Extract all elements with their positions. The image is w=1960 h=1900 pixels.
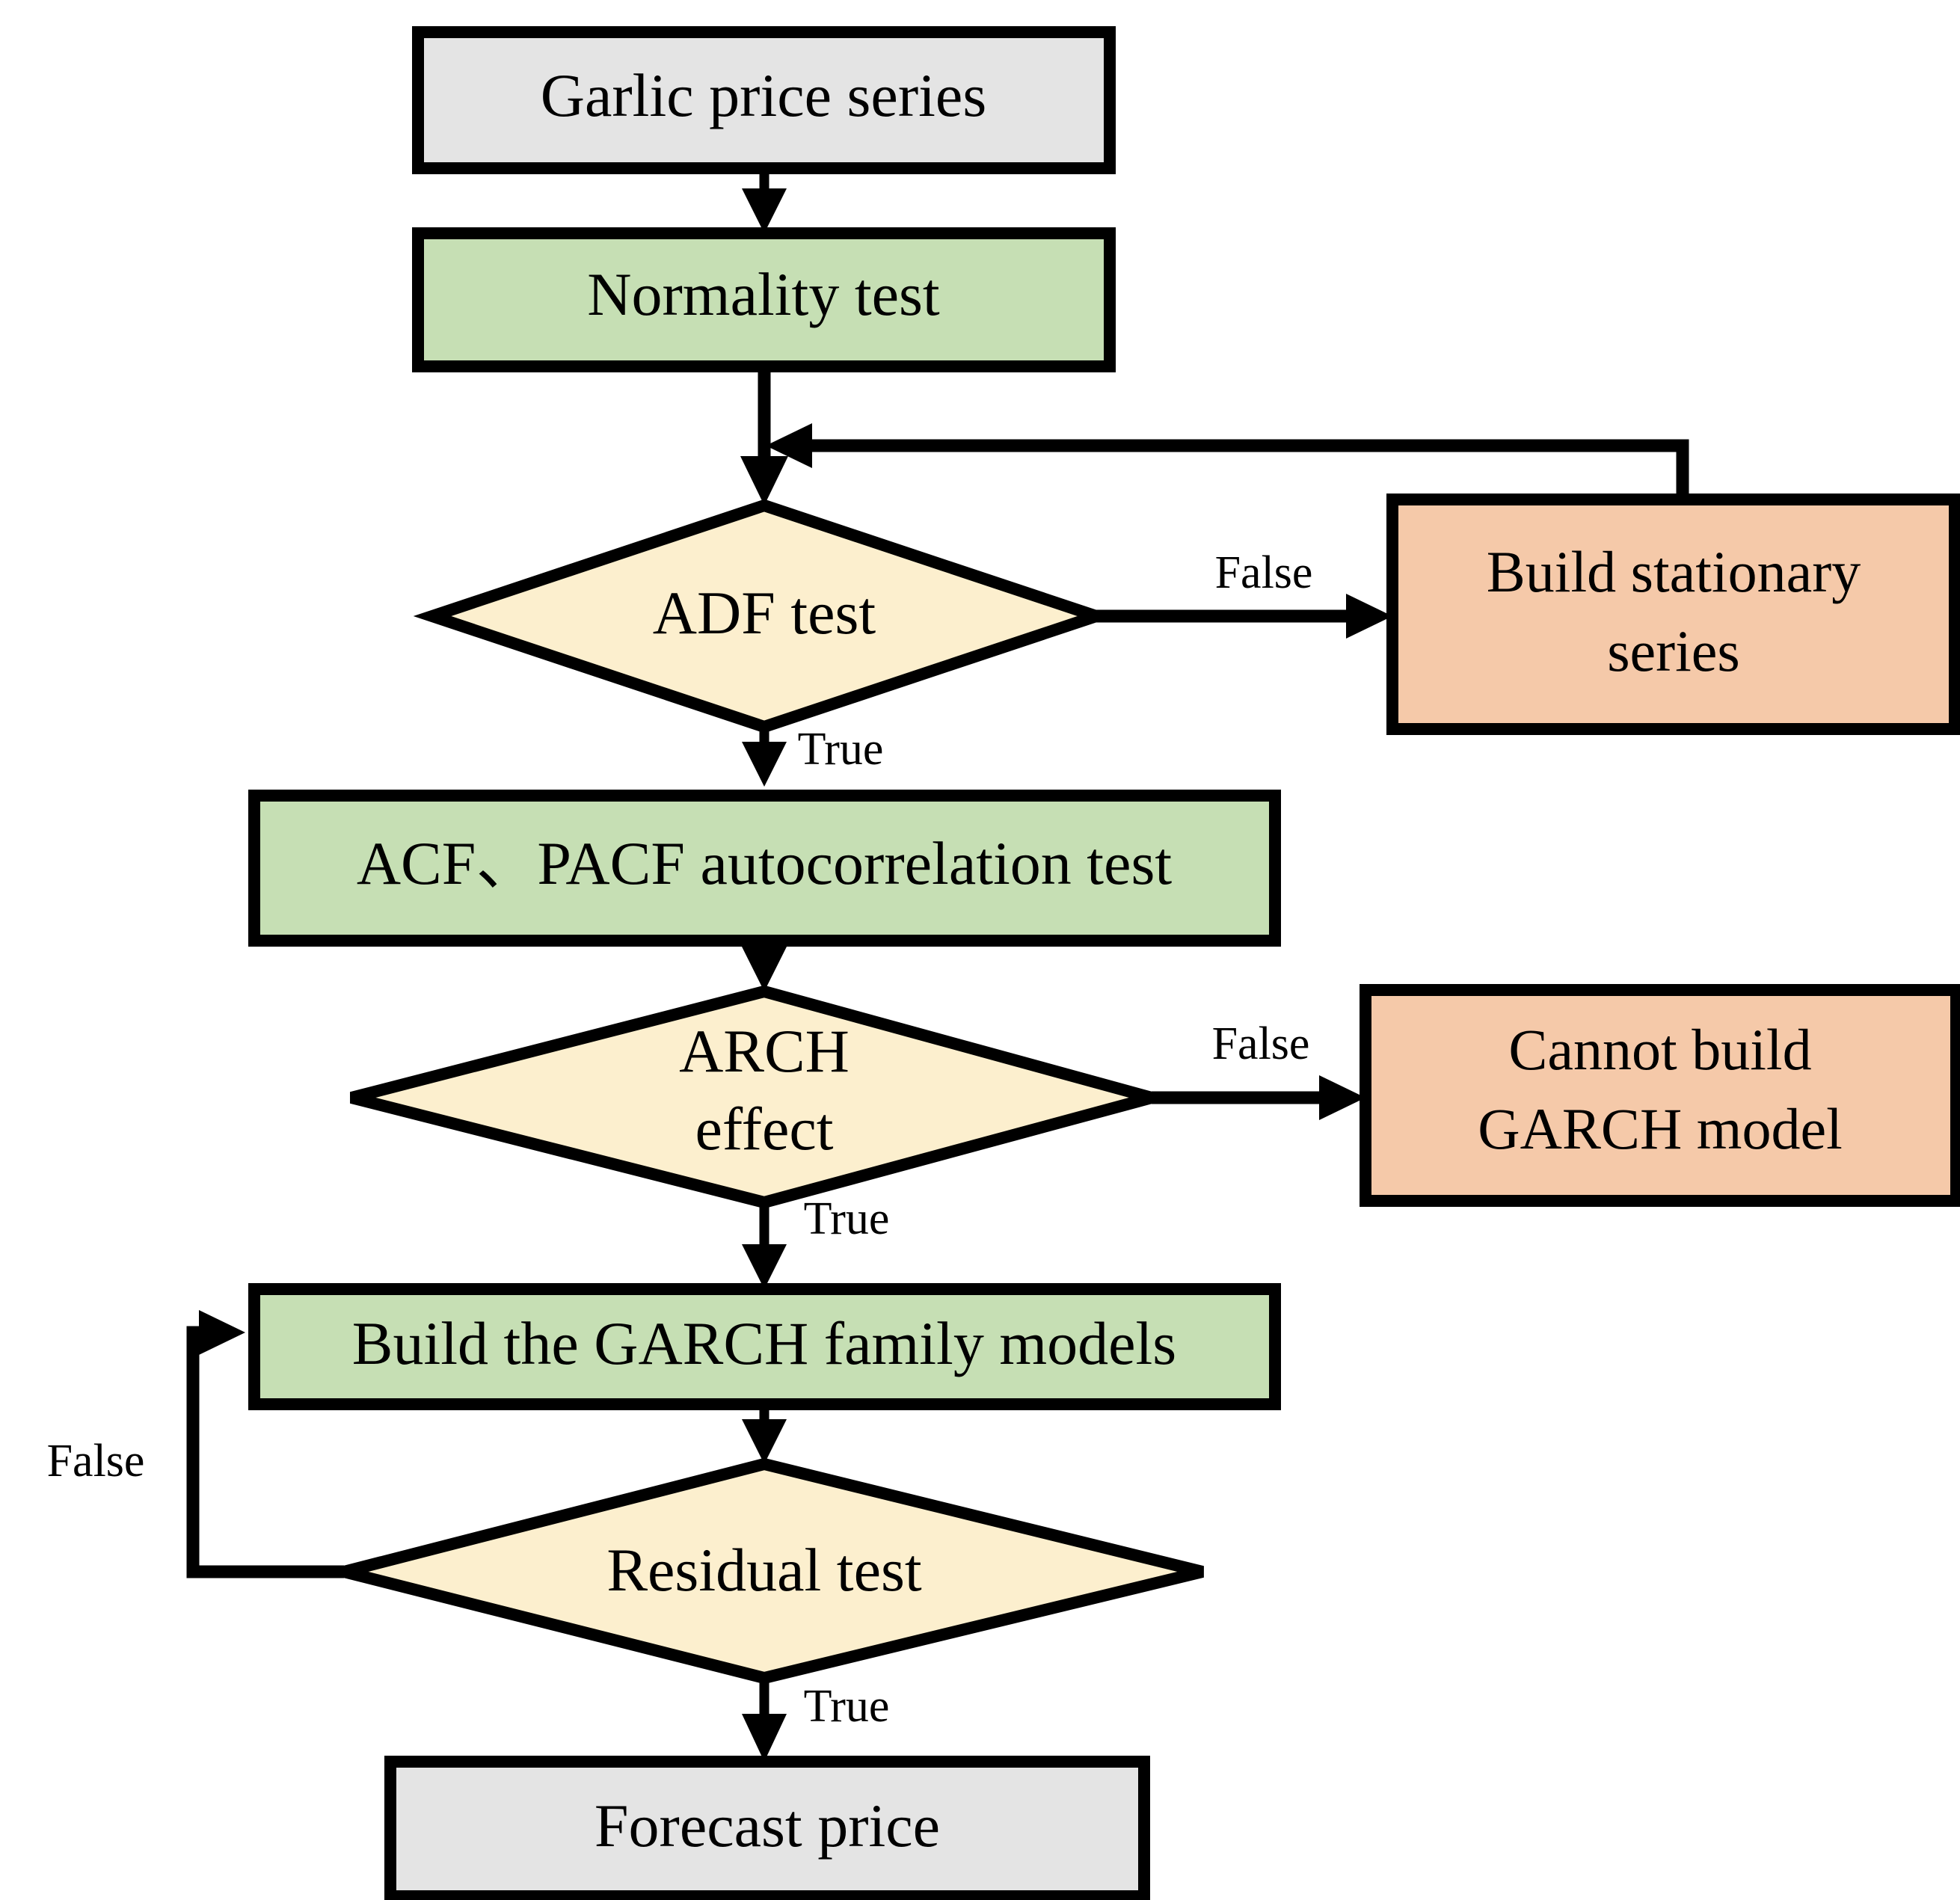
node-label-cannot-build-garch-line1: Cannot build — [1508, 1017, 1811, 1082]
edge-adf-false — [1096, 594, 1392, 639]
node-cannot-build-garch[interactable]: Cannot build GARCH model — [1360, 984, 1960, 1207]
edge-arch-true — [742, 1202, 787, 1289]
node-label-residual-test: Residual test — [606, 1536, 922, 1604]
node-label-normality-test: Normality test — [587, 260, 940, 328]
edge-residual-false — [186, 1310, 344, 1578]
node-label-cannot-build-garch-line2: GARCH model — [1478, 1096, 1843, 1161]
edge-series-to-normality — [742, 173, 787, 233]
node-build-stationary-series[interactable]: Build stationary series — [1386, 494, 1960, 735]
edge-adf-true — [742, 727, 787, 787]
node-label-build-stationary-line1: Build stationary — [1487, 539, 1861, 604]
node-garlic-price-series[interactable]: Garlic price series — [412, 26, 1116, 174]
edge-label-arch-false: False — [1212, 1018, 1310, 1069]
node-label-build-garch-models: Build the GARCH family models — [352, 1309, 1176, 1377]
node-arch-effect[interactable]: ARCH effect — [350, 985, 1175, 1209]
edge-garch-to-residual — [742, 1404, 787, 1464]
edge-residual-true — [742, 1678, 787, 1762]
node-label-forecast-price: Forecast price — [595, 1792, 940, 1860]
node-normality-test[interactable]: Normality test — [412, 227, 1116, 372]
edge-arch-false — [1152, 1075, 1365, 1120]
edge-label-residual-true: True — [804, 1681, 890, 1732]
edge-stationary-feedback — [766, 423, 1689, 499]
node-label-arch-effect-line1: ARCH — [679, 1017, 850, 1085]
node-build-garch-models[interactable]: Build the GARCH family models — [248, 1283, 1281, 1410]
node-acf-pacf-test[interactable]: ACF、PACF autocorrelation test — [248, 790, 1281, 947]
node-label-acf-pacf-test: ACF、PACF autocorrelation test — [357, 829, 1173, 897]
node-label-build-stationary-line2: series — [1607, 618, 1740, 683]
node-label-garlic-price-series: Garlic price series — [541, 61, 986, 129]
edge-label-arch-true: True — [804, 1193, 890, 1244]
edge-normality-to-adf — [740, 366, 788, 505]
edge-label-adf-true: True — [798, 724, 884, 775]
edge-label-residual-false: False — [47, 1436, 145, 1487]
node-adf-test[interactable]: ADF test — [413, 499, 1116, 734]
edge-label-adf-false: False — [1215, 547, 1313, 598]
edge-acf-to-arch — [742, 941, 787, 991]
node-label-adf-test: ADF test — [653, 579, 876, 647]
node-residual-test[interactable]: Residual test — [342, 1457, 1204, 1685]
node-label-arch-effect-line2: effect — [695, 1095, 833, 1163]
node-forecast-price[interactable]: Forecast price — [384, 1756, 1150, 1900]
